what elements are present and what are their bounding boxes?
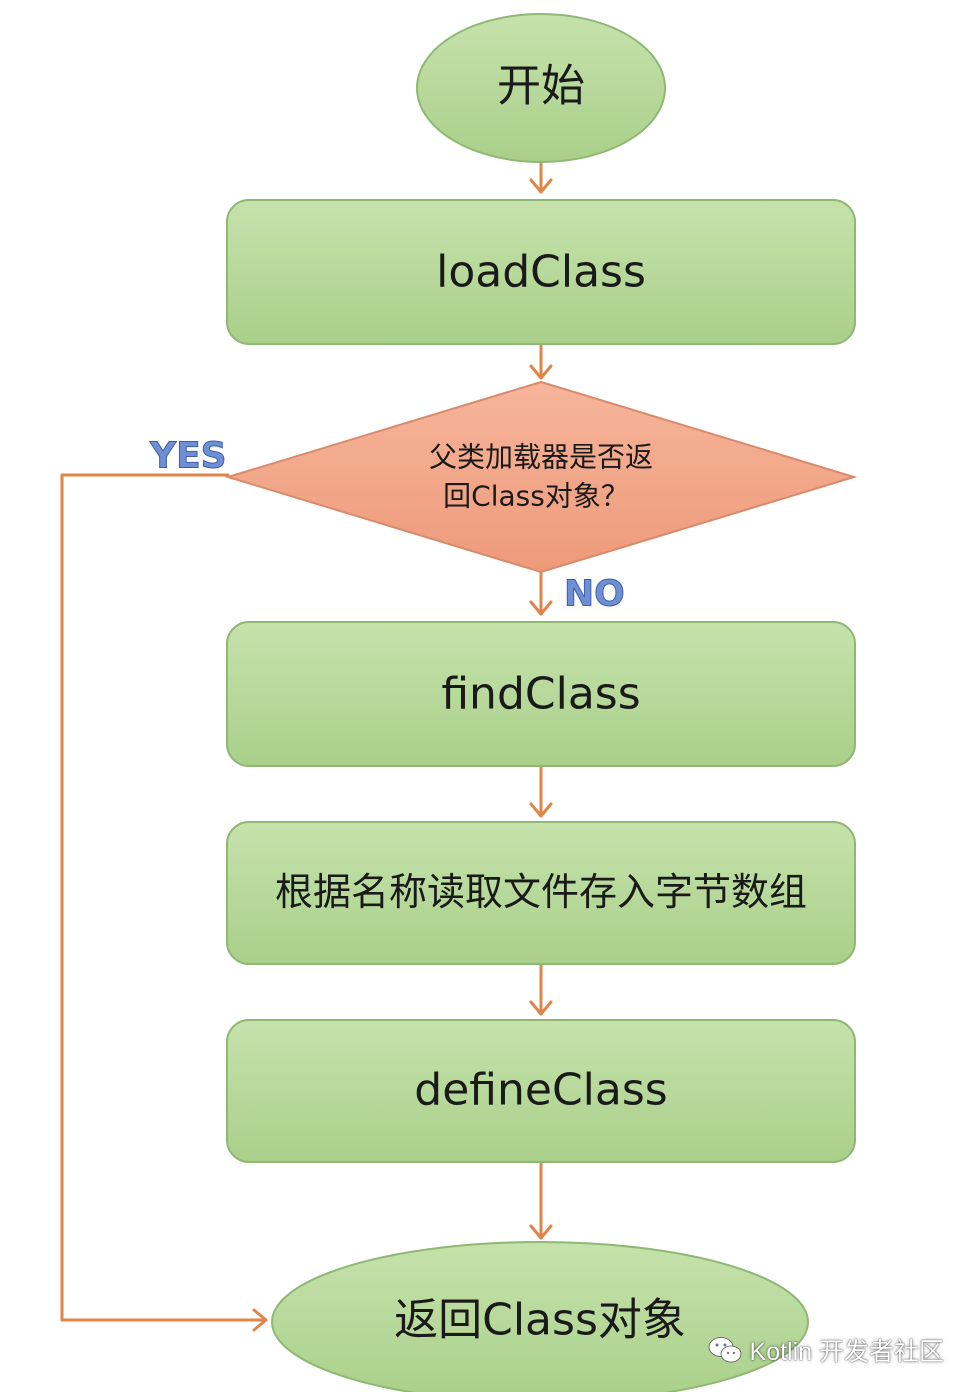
readfile-node: 根据名称读取文件存入字节数组 [226, 821, 856, 965]
no-label: NO [564, 574, 625, 615]
arrowhead-loadclass [529, 178, 553, 194]
yes-label: YES [149, 436, 227, 477]
start-label: 开始 [497, 61, 585, 112]
arrowhead-end [529, 1224, 553, 1240]
arrowhead-defineclass [529, 1000, 553, 1016]
connectors [60, 160, 553, 1332]
end-node: 返回Class对象 [271, 1241, 809, 1392]
decision-label-line2: 回Class对象？ [443, 480, 629, 513]
defineclass-node: defineClass [226, 1019, 856, 1163]
end-label: 返回Class对象 [394, 1295, 686, 1346]
decision-label-line1: 父类加载器是否返 [429, 441, 653, 474]
arrowhead-readfile [529, 802, 553, 818]
start-node: 开始 [416, 13, 666, 163]
decision-node: 父类加载器是否返 回Class对象？ [224, 380, 858, 574]
readfile-label: 根据名称读取文件存入字节数组 [275, 870, 807, 914]
defineclass-label: defineClass [414, 1065, 667, 1116]
connector-yes-branch [60, 473, 268, 1322]
arrowhead-findclass [529, 600, 553, 616]
findclass-node: findClass [226, 621, 856, 767]
findclass-label: findClass [441, 669, 640, 720]
wechat-icon [708, 1337, 741, 1363]
arrowhead-decision [529, 364, 553, 380]
loadclass-label: loadClass [436, 247, 646, 298]
watermark: Kotlin 开发者社区 [708, 1332, 944, 1368]
watermark-text: Kotlin 开发者社区 [749, 1338, 944, 1366]
arrowhead-yes-branch [252, 1308, 268, 1332]
loadclass-node: loadClass [226, 199, 856, 345]
